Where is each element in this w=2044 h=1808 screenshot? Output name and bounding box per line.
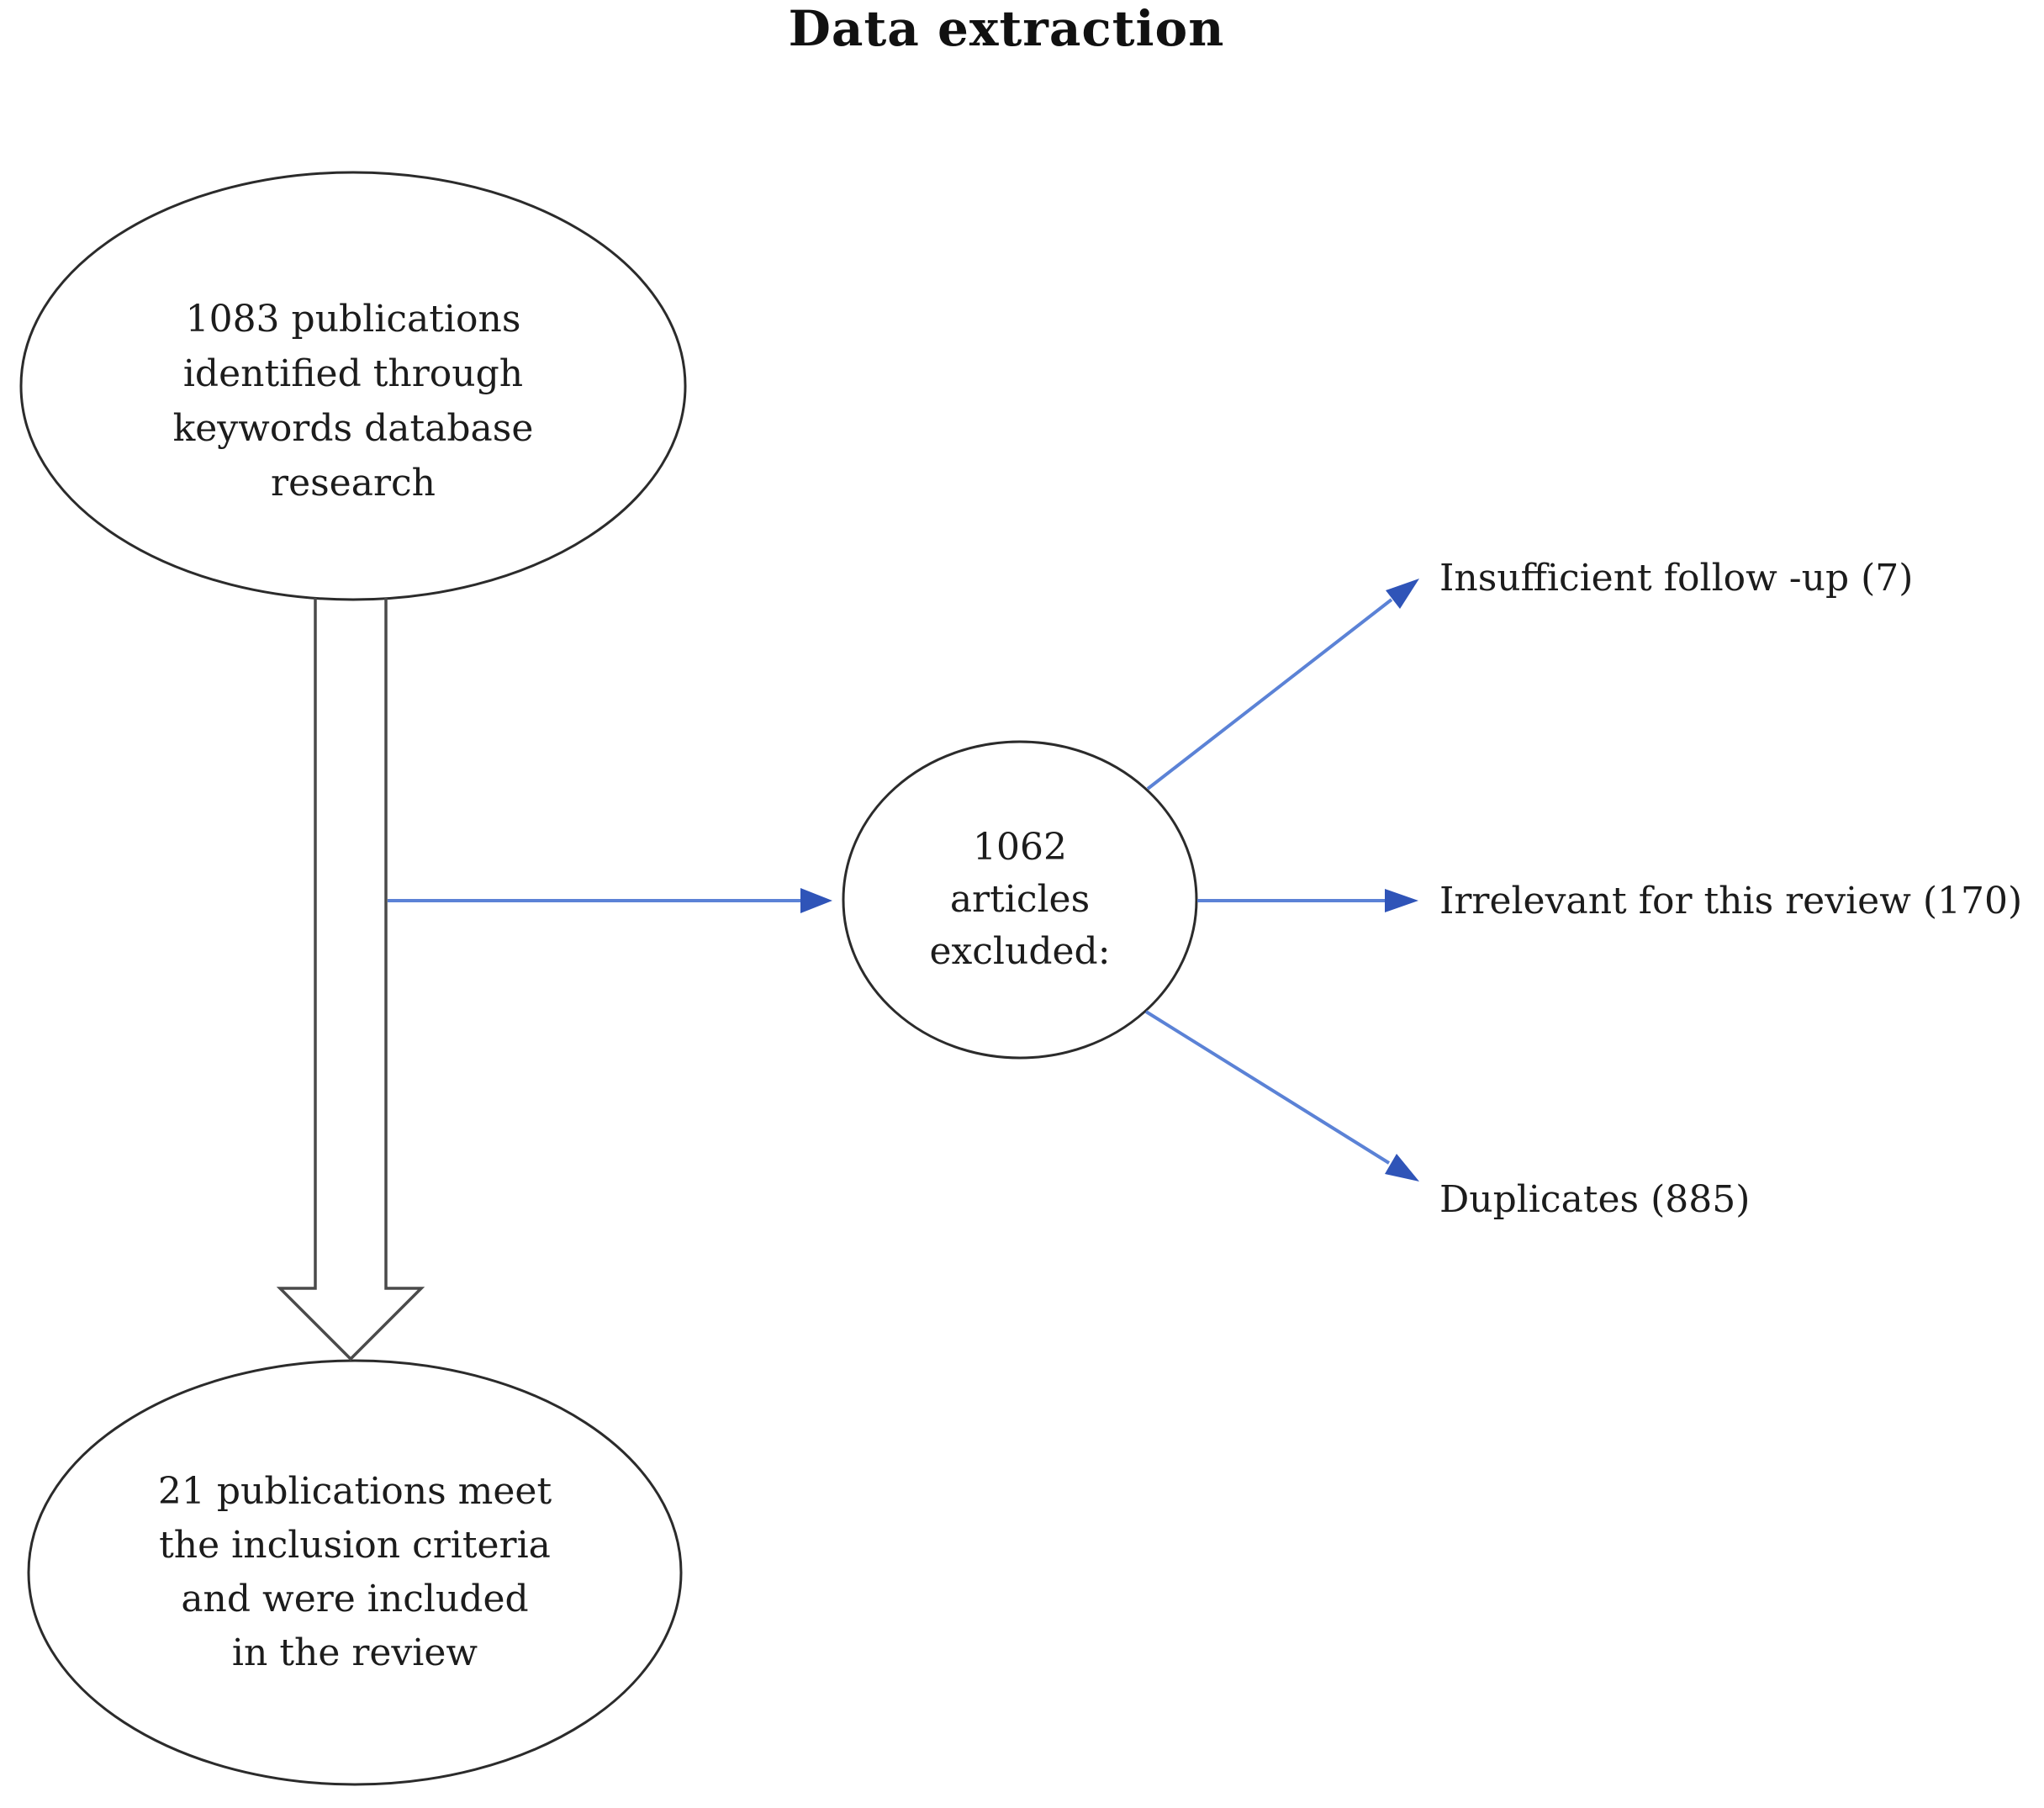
- identified-line: 1083 publications: [185, 298, 521, 341]
- included-line: in the review: [231, 1631, 478, 1674]
- exclusion-reason-duplicates: Duplicates (885): [1439, 1178, 1751, 1221]
- connector-duplicates-line: [1144, 1010, 1391, 1165]
- identified-ellipse: [19, 171, 687, 601]
- excluded-node-text: 1062 articles excluded:: [852, 822, 1188, 978]
- exclusion-reason-irrelevant: Irrelevant for this review (170): [1439, 880, 2023, 923]
- exclusion-reason-insufficient-followup: Insufficient follow -up (7): [1439, 557, 1914, 600]
- connector-followup-arrowhead-icon: [1386, 579, 1419, 609]
- identified-line: keywords database: [172, 407, 534, 450]
- included-line: the inclusion criteria: [159, 1524, 551, 1567]
- block-down-arrow: [276, 598, 425, 1361]
- identified-node-text: 1083 publications identified through key…: [59, 292, 647, 510]
- identified-line: research: [271, 462, 436, 505]
- excluded-circle: [842, 740, 1198, 1060]
- excluded-line: excluded:: [929, 930, 1111, 973]
- excluded-line: 1062: [973, 826, 1067, 869]
- diagram-title: Data extraction: [788, 0, 1225, 57]
- identified-line: identified through: [182, 352, 524, 395]
- connector-followup-line: [1146, 598, 1393, 790]
- excluded-line: articles: [949, 878, 1091, 921]
- connector-to-excluded-arrowhead-icon: [800, 888, 832, 913]
- included-node-text: 21 publications meet the inclusion crite…: [77, 1465, 632, 1680]
- connector-irrelevant-arrowhead-icon: [1385, 889, 1418, 912]
- included-ellipse: [27, 1359, 683, 1786]
- included-line: 21 publications meet: [157, 1470, 552, 1513]
- included-line: and were included: [181, 1578, 529, 1620]
- connector-duplicates-arrowhead-icon: [1385, 1154, 1419, 1182]
